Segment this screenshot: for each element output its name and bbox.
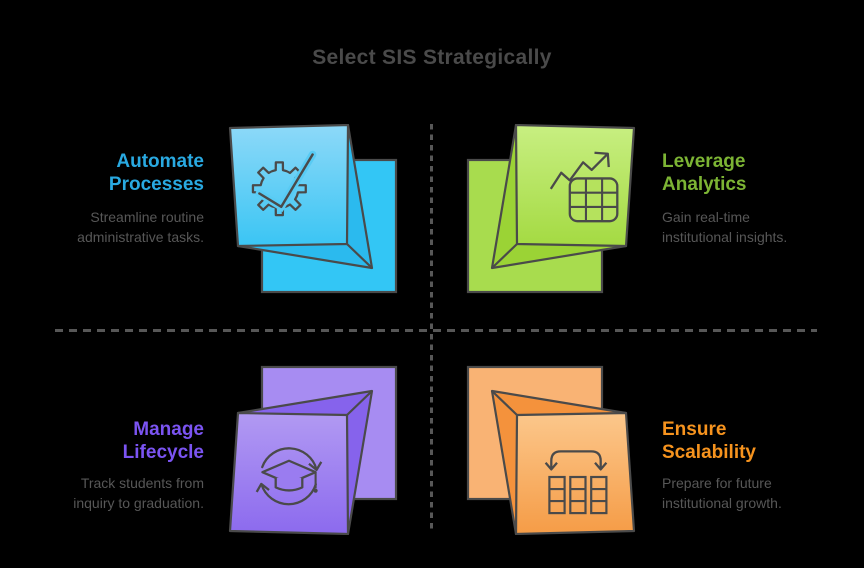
- heading-line: Lifecycle: [122, 442, 204, 463]
- table-outline: [568, 177, 619, 223]
- box-front-face: [514, 411, 636, 535]
- page-title: Select SIS Strategically: [312, 46, 552, 69]
- automate-box-graphic: [228, 124, 398, 294]
- check-mark: [258, 153, 314, 209]
- heading-line: Analytics: [662, 174, 747, 195]
- analytics-box-graphic: [466, 124, 636, 294]
- quadrant-heading: Ensure Scalability: [662, 418, 834, 464]
- tassel-dot: [313, 488, 318, 493]
- column-3-cells: [591, 488, 607, 503]
- table-grid: [569, 178, 618, 222]
- heading-line: Automate: [116, 151, 204, 172]
- heading-line: Ensure: [662, 419, 727, 440]
- quadrant-heading: Leverage Analytics: [662, 150, 834, 196]
- description-line: Track students from: [80, 475, 204, 491]
- box-edge: [346, 243, 373, 269]
- column-1-cells: [549, 488, 565, 503]
- cycle-arc-top: [261, 447, 318, 471]
- arrow-down-right: [594, 462, 608, 471]
- horizontal-dashed-divider: [55, 329, 817, 332]
- description-line: administrative tasks.: [77, 229, 204, 245]
- cycle-arrow-left: [255, 482, 270, 493]
- quadrant-lifecycle-text: Manage Lifecycle Track students from inq…: [32, 418, 204, 513]
- quadrant-analytics-text: Leverage Analytics Gain real-time instit…: [662, 150, 834, 247]
- box-edge: [491, 390, 518, 416]
- heading-line: Processes: [108, 174, 204, 195]
- arrow-head: [594, 151, 610, 168]
- vertical-dashed-divider: [430, 124, 433, 530]
- mortarboard-band: [274, 477, 304, 492]
- columns-arrows-icon: [544, 450, 608, 515]
- cycle-arrow-right: [308, 461, 323, 472]
- quadrant-automate-text: Automate Processes Streamline routine ad…: [32, 150, 204, 247]
- quadrant-description: Gain real-time institutional insights.: [662, 207, 834, 247]
- arrow-down-left: [544, 462, 558, 471]
- quadrant-scalability-text: Ensure Scalability Prepare for future in…: [662, 418, 834, 513]
- box-edge: [346, 390, 373, 416]
- quadrant-description: Streamline routine administrative tasks.: [32, 207, 204, 247]
- quadrant-description: Track students from inquiry to graduatio…: [32, 473, 204, 513]
- column-1: [548, 475, 566, 515]
- box-front-face: [228, 124, 350, 248]
- heading-line: Leverage: [662, 151, 746, 172]
- description-line: Prepare for future: [662, 475, 772, 491]
- heading-line: Manage: [133, 419, 204, 440]
- cycle-arc-bottom: [260, 483, 317, 506]
- trend-line: [549, 153, 608, 190]
- column-3: [590, 475, 608, 515]
- graduation-cycle-icon: [255, 447, 323, 506]
- box-edge: [491, 243, 518, 269]
- scalability-box-graphic: [466, 365, 636, 535]
- quadrant-heading: Automate Processes: [32, 150, 204, 196]
- gear-check-icon: [251, 150, 317, 217]
- description-line: Streamline routine: [90, 209, 204, 225]
- lifecycle-box-graphic: [228, 365, 398, 535]
- heading-line: Scalability: [662, 442, 756, 463]
- chart-table-icon: [549, 151, 619, 223]
- column-2: [569, 475, 587, 515]
- span-arc: [550, 450, 602, 470]
- quadrant-heading: Manage Lifecycle: [32, 418, 204, 464]
- quadrant-description: Prepare for future institutional growth.: [662, 473, 834, 513]
- column-2-cells: [570, 488, 586, 503]
- description-line: Gain real-time: [662, 209, 750, 225]
- description-line: institutional growth.: [662, 495, 782, 511]
- description-line: inquiry to graduation.: [73, 495, 204, 511]
- description-line: institutional insights.: [662, 229, 788, 245]
